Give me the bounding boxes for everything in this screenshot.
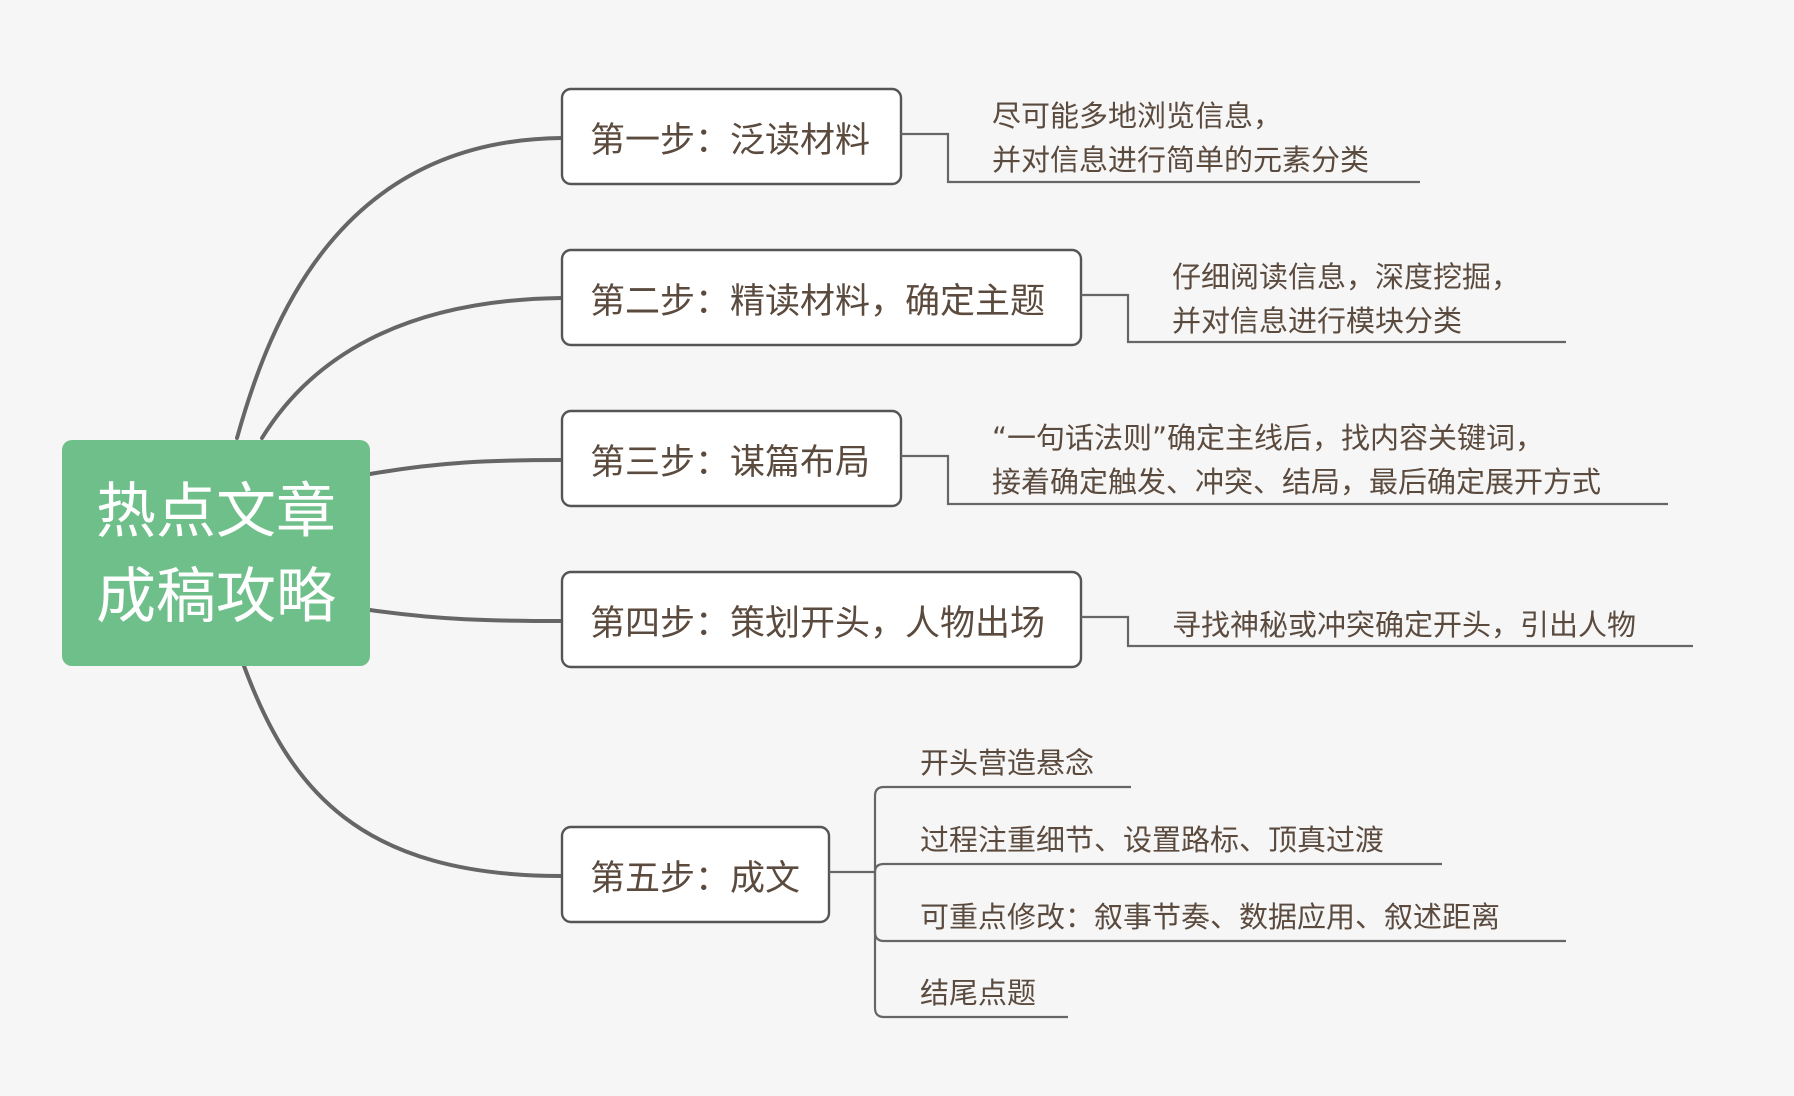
step-3-label: 第三步：谋篇布局 — [590, 443, 870, 483]
step-4-box — [560, 570, 1083, 669]
step-5-subitem-3: 可重点修改：叙事节奏、数据应用、叙述距离 — [920, 900, 1500, 934]
branch-edge-step-2 — [260, 296, 564, 440]
step-node-3[interactable]: 第三步：谋篇布局 — [560, 409, 903, 508]
step-5-label: 第五步：成文 — [590, 859, 800, 899]
step-node-4[interactable]: 第四步：策划开头，人物出场 — [560, 570, 1083, 669]
step-node-2[interactable]: 第二步：精读材料，确定主题 — [560, 248, 1083, 347]
step-3-box — [560, 409, 903, 508]
root-title-line-2: 成稿攻略 — [96, 562, 336, 632]
step-2-box — [560, 248, 1083, 347]
step-4-detail-line-1: 寻找神秘或冲突确定开头，引出人物 — [1172, 608, 1636, 642]
step-3-detail-line-2: 接着确定触发、冲突、结局，最后确定展开方式 — [992, 465, 1601, 499]
branch-edge-step-5 — [242, 664, 564, 878]
step-3-detail-connector — [901, 454, 1668, 506]
root-node-box — [62, 440, 370, 666]
root-node[interactable]: 热点文章 成稿攻略 — [62, 440, 370, 666]
step-1-box — [560, 87, 903, 186]
step-5-subitem-2: 过程注重细节、设置路标、顶真过渡 — [920, 823, 1384, 857]
step-5-box — [560, 825, 831, 924]
step-3-detail-line-1: “一句话法则”确定主线后，找内容关键词， — [992, 421, 1544, 455]
step-1-detail-connector — [901, 132, 1420, 184]
step-2-detail-line-1: 仔细阅读信息，深度挖掘， — [1172, 260, 1520, 294]
step-4-label: 第四步：策划开头，人物出场 — [590, 604, 1045, 644]
root-title-line-1: 热点文章 — [96, 477, 336, 547]
branch-edge-step-4 — [368, 608, 564, 623]
step-2-label: 第二步：精读材料，确定主题 — [590, 282, 1045, 322]
step-node-1[interactable]: 第一步：泛读材料 — [560, 87, 903, 186]
step-2-detail-line-2: 并对信息进行模块分类 — [1172, 304, 1462, 338]
step-5-subitem-1: 开头营造悬念 — [920, 746, 1094, 780]
branch-edge-step-1 — [235, 136, 564, 440]
step-4-detail-connector — [1081, 615, 1693, 648]
step-node-5[interactable]: 第五步：成文 — [560, 825, 831, 924]
step-5-sub-connector-1 — [873, 785, 1131, 872]
step-5-sub-connector-2 — [873, 862, 1442, 873]
step-2-detail-connector — [1081, 293, 1566, 344]
step-1-detail-line-1: 尽可能多地浏览信息， — [992, 99, 1282, 133]
step-1-detail-line-2: 并对信息进行简单的元素分类 — [992, 143, 1369, 177]
branch-edge-step-3 — [368, 458, 564, 476]
step-1-label: 第一步：泛读材料 — [590, 121, 870, 161]
step-5-subitem-4: 结尾点题 — [920, 976, 1036, 1010]
step-5-sub-connector-4 — [873, 872, 1068, 1019]
